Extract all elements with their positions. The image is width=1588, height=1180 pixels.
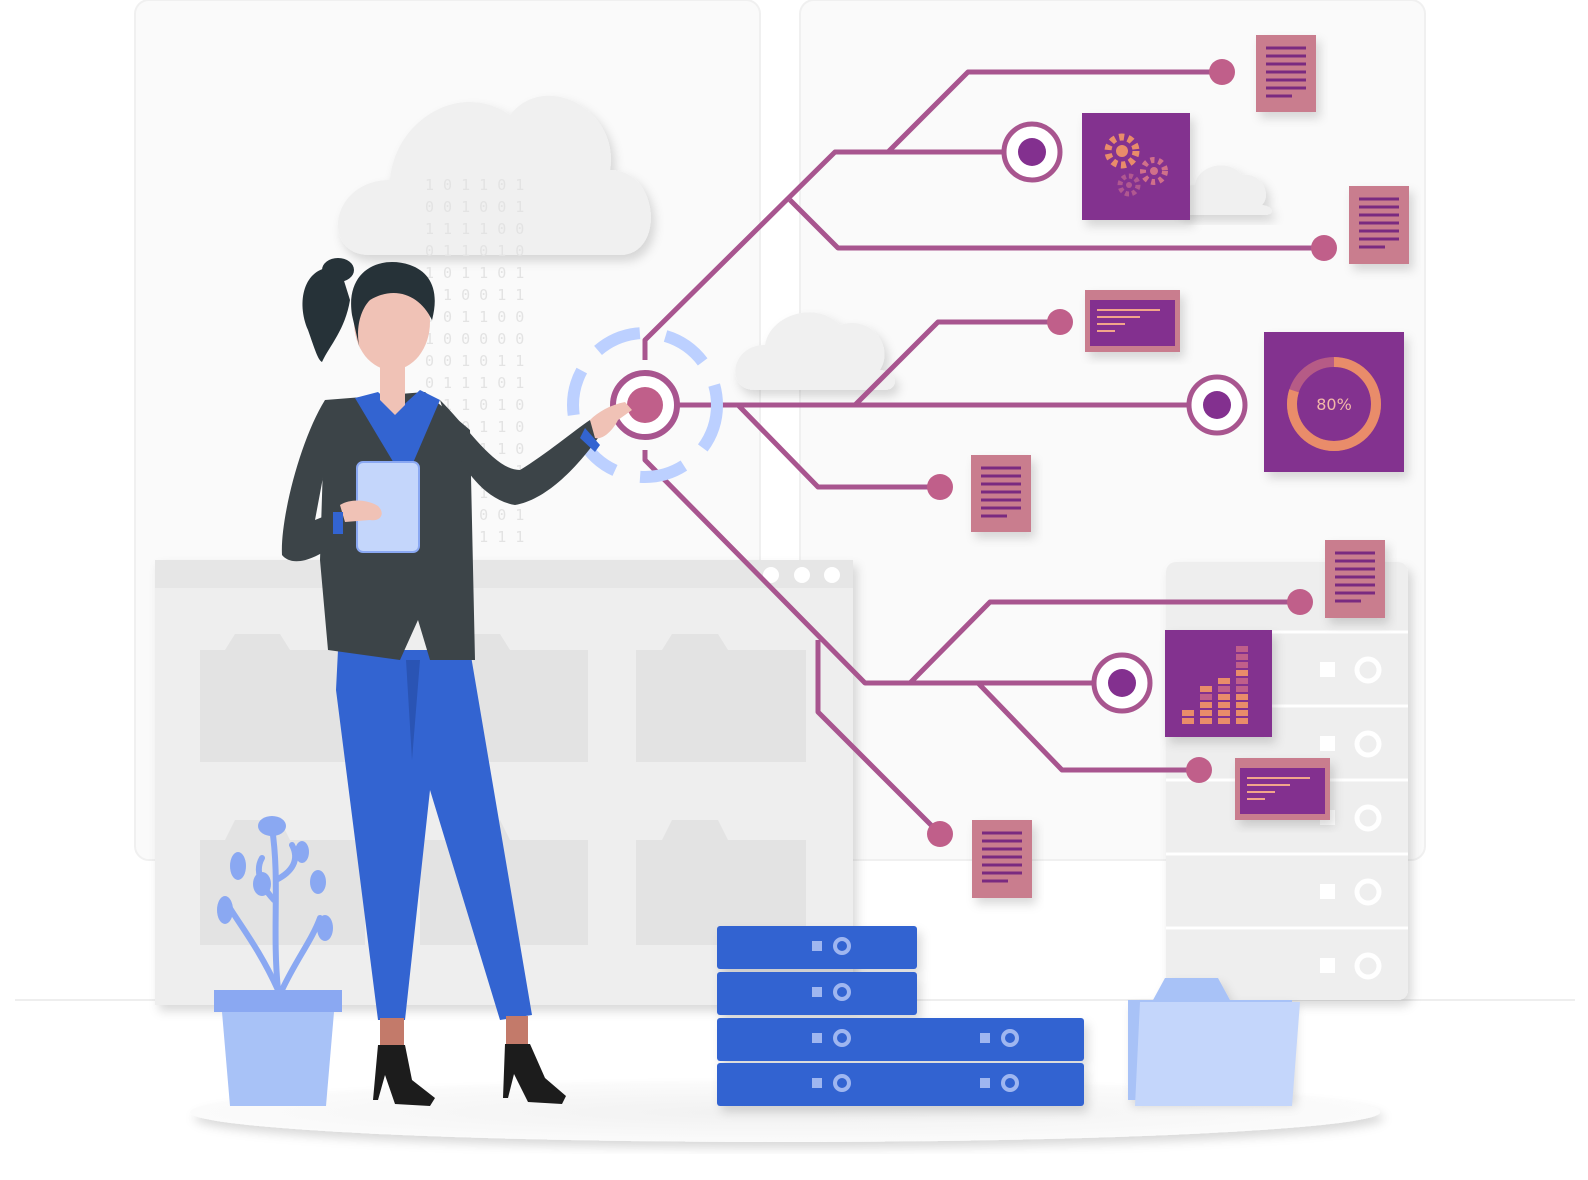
- plant-icon: [214, 816, 342, 1106]
- network-lines: [642, 69, 1322, 836]
- donut-chart-icon: 80%: [1264, 332, 1404, 472]
- central-hub-node: [567, 327, 723, 483]
- network-nodes: [927, 59, 1337, 847]
- folder-icon: [636, 634, 806, 762]
- document-icon: [971, 455, 1031, 532]
- svg-text:1 1 1 1 0 0: 1 1 1 1 0 0: [425, 220, 524, 238]
- svg-text:0 1 1 1 0 1: 0 1 1 1 0 1: [425, 374, 524, 392]
- server-stack-icon: [717, 926, 1084, 1106]
- svg-text:1 0 0 0 0 0: 1 0 0 0 0 0: [425, 330, 524, 348]
- document-icon: [1349, 186, 1409, 264]
- folder-icon: [1128, 978, 1300, 1106]
- svg-text:1 0 1 1 0 1: 1 0 1 1 0 1: [425, 264, 524, 282]
- svg-text:0 0 1 0 1 1: 0 0 1 0 1 1: [425, 352, 524, 370]
- cloud-icon: [1176, 165, 1272, 215]
- document-icon: [972, 820, 1032, 898]
- ring-nodes: [1001, 121, 1248, 714]
- svg-text:0 0 1 0 0 1: 0 0 1 0 0 1: [425, 198, 524, 216]
- donut-percentage-label: 80%: [1316, 395, 1352, 414]
- code-window-icon: [1235, 758, 1330, 820]
- binary-rain: 1 0 1 1 0 1 0 0 1 0 0 1 1 1 1 1 0 0 0 1 …: [425, 176, 524, 546]
- svg-text:1 0 1 1 0 1: 1 0 1 1 0 1: [425, 176, 524, 194]
- folder-icon: [200, 820, 365, 945]
- folder-icon: [636, 820, 806, 945]
- code-window-icon: [1085, 290, 1180, 352]
- woman-figure: [281, 258, 632, 1106]
- svg-text:0 0 1 1 0 0: 0 0 1 1 0 0: [425, 308, 524, 326]
- cloud-icon: [735, 312, 895, 390]
- document-icon: [1325, 540, 1385, 618]
- folder-icon: [200, 634, 365, 762]
- svg-text:1 1 1 0 1 0: 1 1 1 0 1 0: [425, 396, 524, 414]
- cloud-icon: [337, 95, 651, 256]
- gear-icon: [1082, 113, 1190, 220]
- document-icon: [1256, 35, 1316, 112]
- svg-text:0 1 0 0 1 1: 0 1 0 0 1 1: [425, 286, 524, 304]
- bar-chart-icon: [1165, 630, 1272, 737]
- svg-text:0 1 1 0 1 0: 0 1 1 0 1 0: [425, 242, 524, 260]
